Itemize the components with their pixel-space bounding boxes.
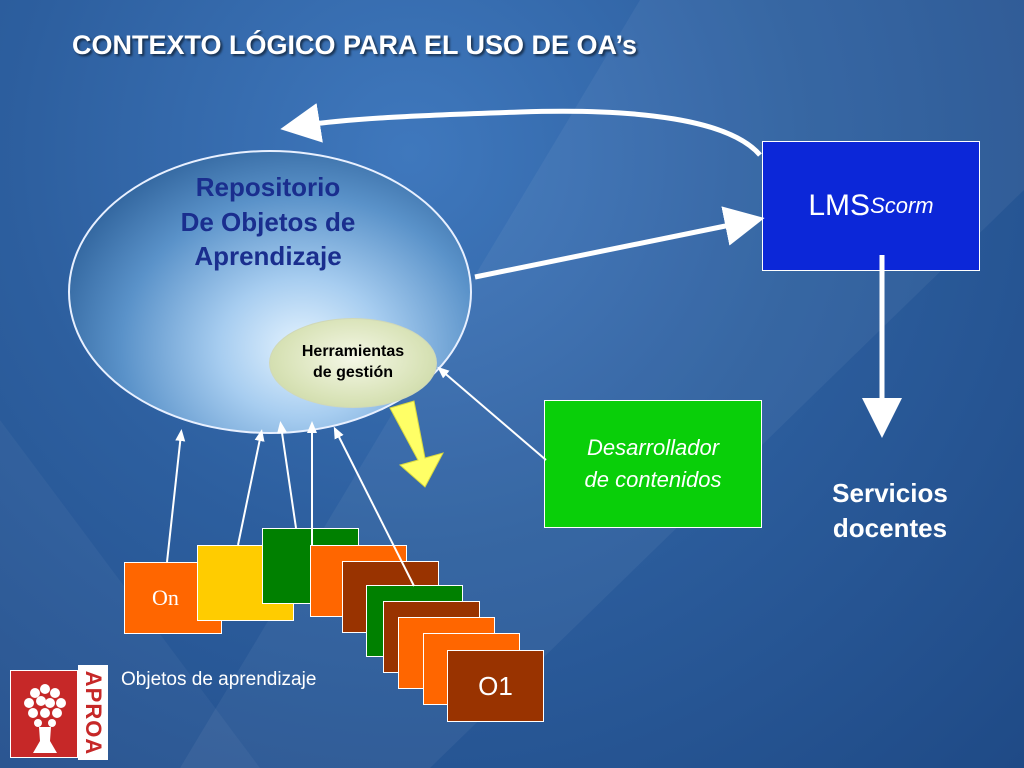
aproa-logo-wordmark: APROA — [81, 670, 107, 755]
object-card-o1 — [447, 650, 544, 722]
repository-label-line-3: Aprendizaje — [194, 241, 342, 272]
object-card-o1-label: O1 — [478, 670, 513, 701]
aproa-logo-mark — [10, 670, 78, 758]
slide-title: CONTEXTO LÓGICO PARA EL USO DE OA’s — [72, 30, 638, 60]
developer-box: Desarrollador de contenidos — [544, 400, 762, 528]
teaching-services-line-1: Servicios — [832, 478, 948, 508]
repository-label-line-2: De Objetos de — [180, 206, 356, 237]
object-arrow-2 — [237, 429, 265, 546]
learning-objects-label: Objetos de aprendizaje — [121, 669, 317, 690]
teaching-services-label: Servicios docentes — [790, 476, 990, 547]
teaching-services-line-2: docentes — [832, 513, 948, 544]
tree-logo-icon — [24, 684, 66, 753]
object-arrow-3 — [277, 421, 297, 529]
management-tools-line-2: de gestión — [312, 364, 393, 381]
object-arrow-1 — [166, 429, 186, 563]
repository-to-lms-arrow — [474, 206, 765, 280]
download-arrow — [389, 400, 444, 488]
object-arrow-5 — [333, 426, 415, 587]
developer-to-tools-arrow — [437, 366, 547, 461]
object-card-on-label: On — [152, 585, 179, 610]
repository-label-line-1: Repositorio — [195, 172, 341, 202]
developer-line-1: Desarrollador — [586, 435, 720, 461]
aproa-logo-text: APROA — [78, 665, 108, 760]
management-tools-line-1: Herramientas — [301, 343, 405, 361]
repository-label: Repositorio De Objetos de Aprendizaje — [118, 170, 418, 274]
lms-label: LMS — [808, 189, 871, 222]
lms-scorm-label: Scorm — [870, 193, 934, 218]
developer-line-2: de contenidos — [584, 467, 722, 492]
lms-to-repository-arrow — [280, 103, 762, 157]
management-tools-ellipse: Herramientas de gestión — [269, 318, 437, 408]
lms-box: LMS Scorm — [762, 141, 980, 271]
